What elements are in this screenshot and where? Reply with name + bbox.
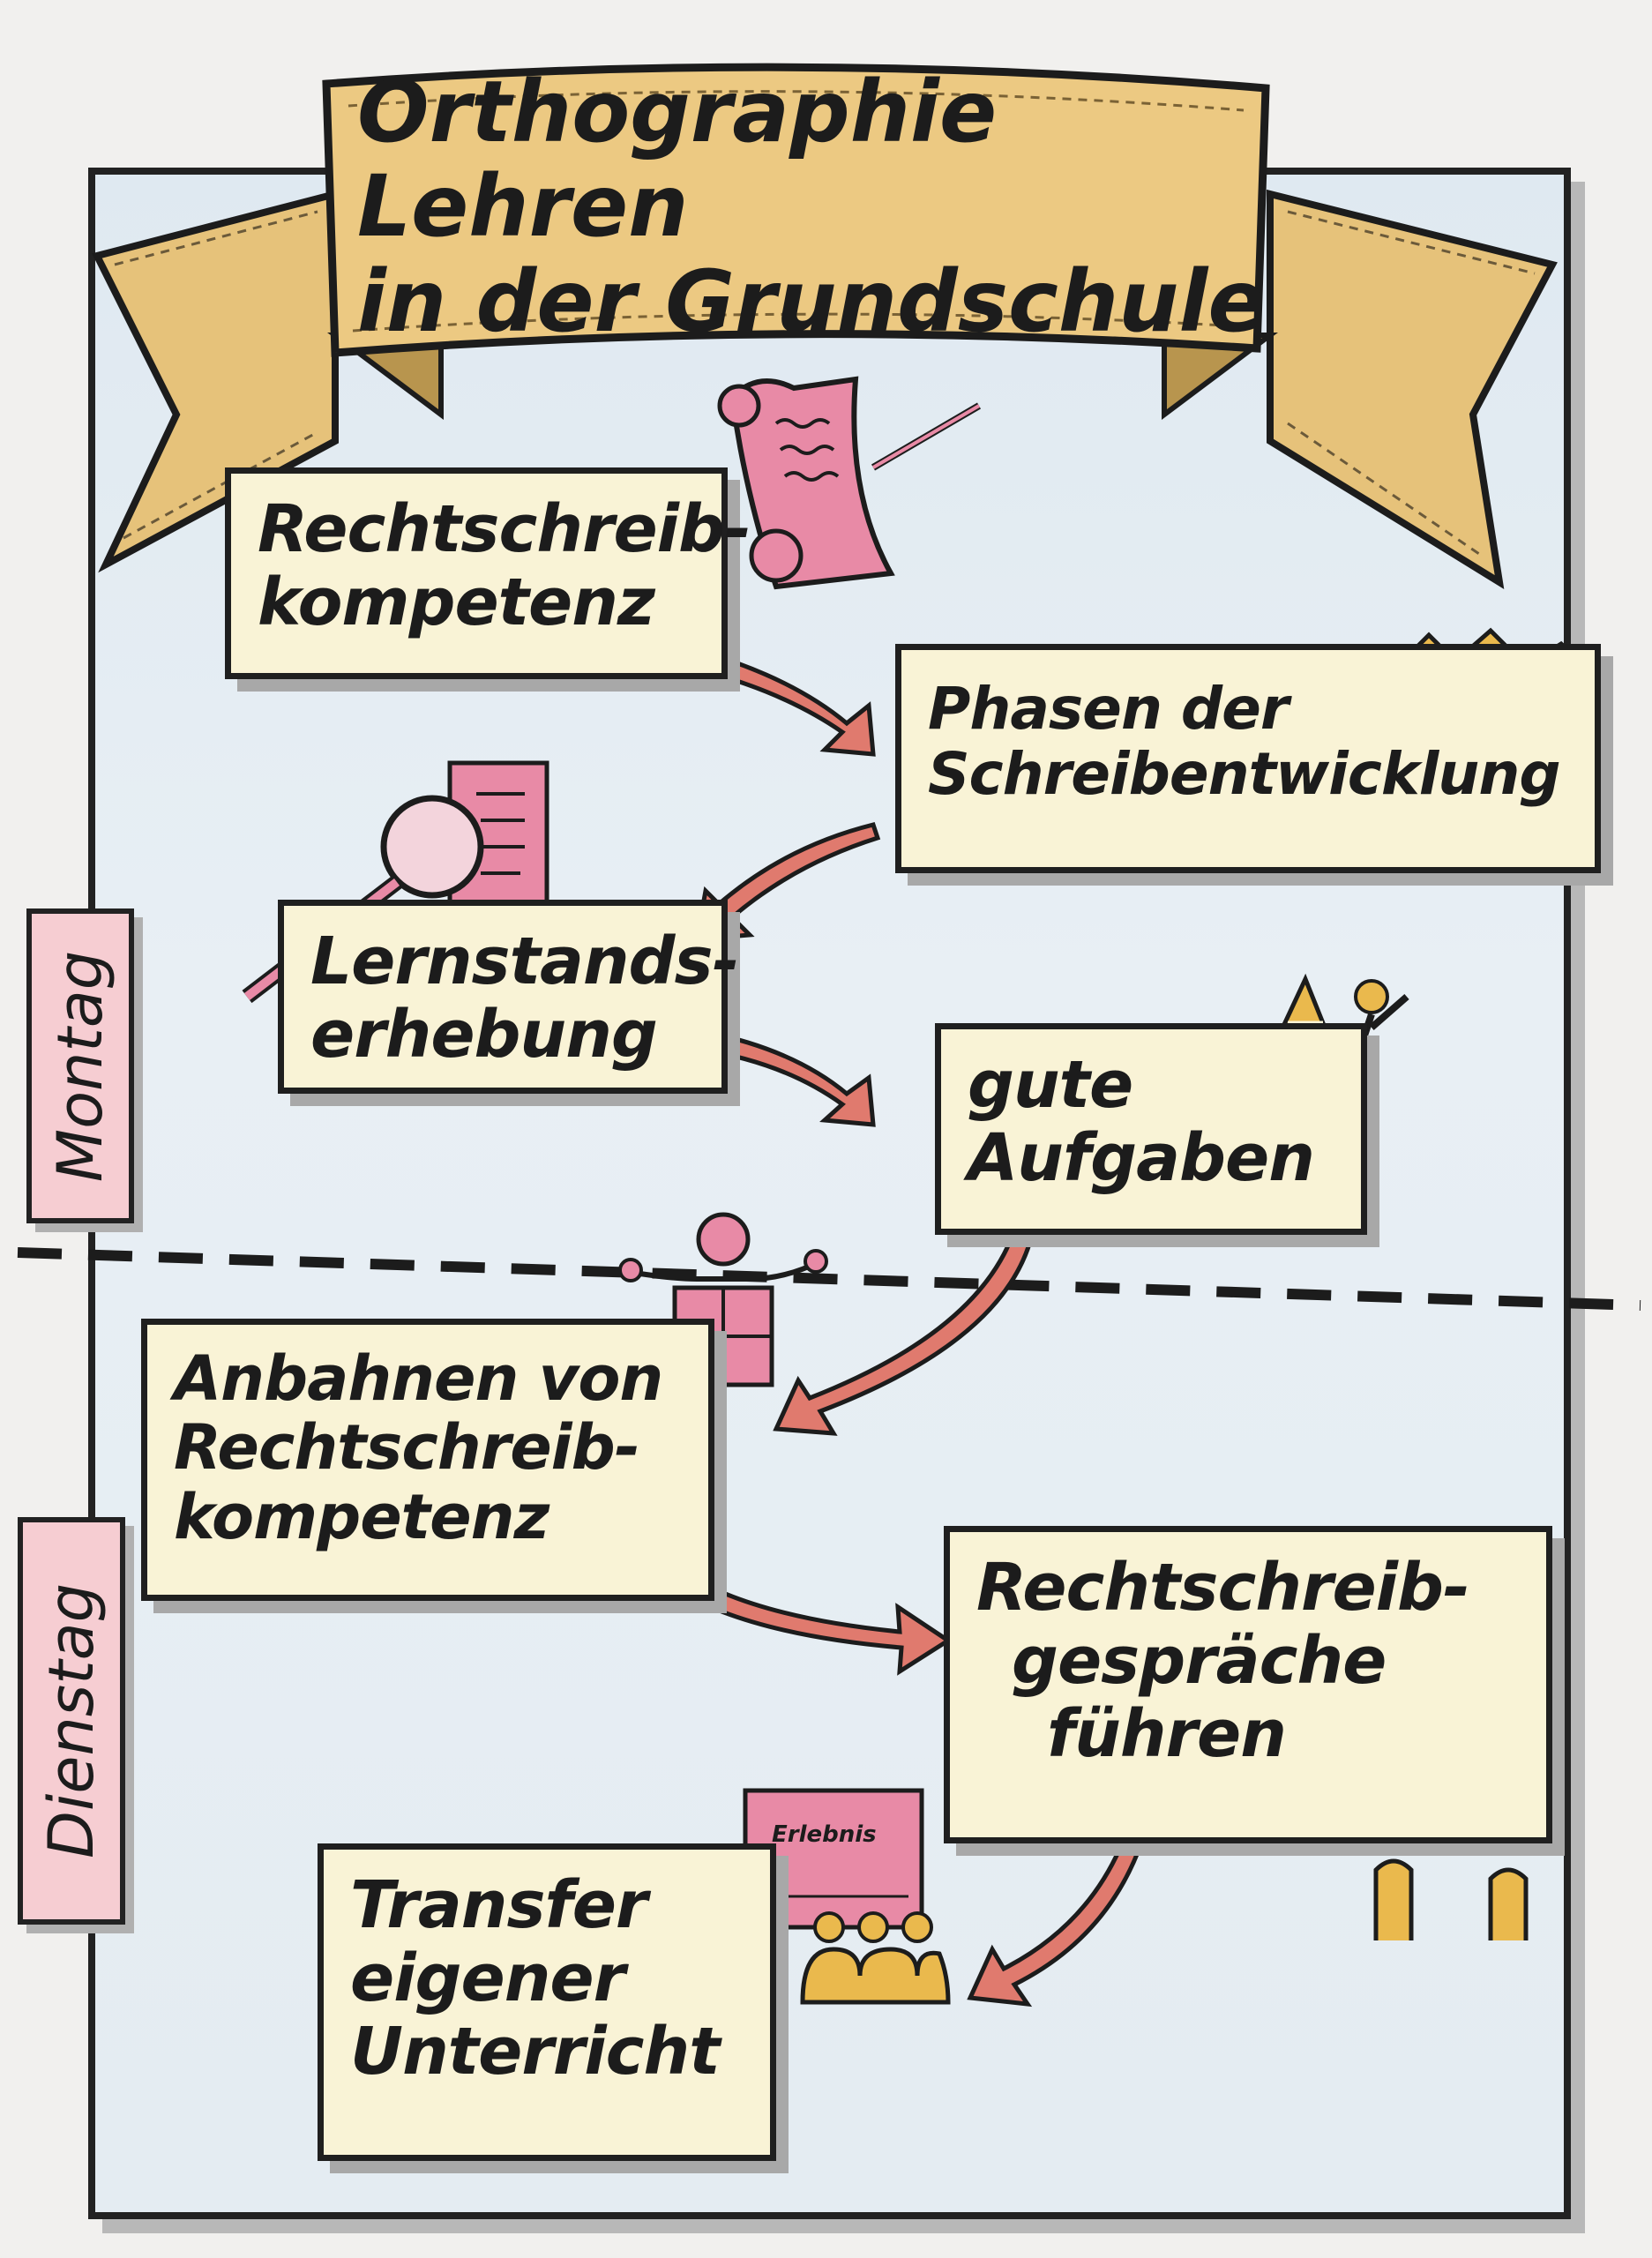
arrow-5 <box>640 1549 953 1676</box>
step-box-schreibentwicklung: Phasen der Schreibentwicklung <box>895 644 1601 873</box>
day-label-tuesday: Dienstag <box>35 1582 108 1859</box>
step-2-line-2: Schreibentwicklung <box>928 739 1561 808</box>
day-tag-tuesday: Dienstag <box>18 1517 125 1925</box>
arrow-4 <box>773 1228 1035 1436</box>
arrow-6 <box>967 1845 1141 2008</box>
title-line-1: Orthographie Lehren <box>357 62 998 257</box>
scroll-quill-icon <box>717 376 982 590</box>
step-6-line-3: führen <box>1047 1695 1287 1772</box>
step-box-rechtschreibgespraeche: Rechtschreib- gespräche führen <box>944 1526 1552 1843</box>
step-7-line-1: Transfer <box>350 1867 647 1943</box>
step-5-line-1: Anbahnen von <box>174 1342 663 1415</box>
step-6-line-2: gespräche <box>1012 1622 1387 1699</box>
step-6-line-1: Rechtschreib- <box>976 1550 1470 1626</box>
step-box-rechtschreibkompetenz: Rechtschreib- kompetenz <box>225 467 751 679</box>
step-3-line-2: erhebung <box>310 996 658 1073</box>
arrow-2 <box>693 822 881 942</box>
step-4-line-1: gute <box>968 1047 1133 1123</box>
step-box-transfer: Transfer eigener Unterricht <box>318 1843 776 2161</box>
step-1-line-1: Rechtschreib- <box>258 491 751 567</box>
step-2-line-1: Phasen der <box>928 675 1289 743</box>
step-box-anbahnen: Anbahnen von Rechtschreib- kompetenz <box>141 1319 714 1601</box>
day-label-monday: Montag <box>44 950 116 1182</box>
step-5-line-3: kompetenz <box>174 1480 549 1553</box>
day-separator-line <box>17 1247 1641 1311</box>
title-line-2: in der Grundschule <box>357 251 1266 351</box>
diagram-title: Orthographie Lehren in der Grundschule <box>322 64 1275 348</box>
board-label: Erlebnis <box>772 1821 877 1848</box>
step-box-lernstandserhebung: Lernstands- erhebung <box>278 900 739 1094</box>
step-7-line-2: eigener <box>350 1940 625 2016</box>
step-7-line-3: Unterricht <box>350 2013 721 2090</box>
step-1-line-2: kompetenz <box>258 564 655 640</box>
step-4-line-2: Aufgaben <box>968 1119 1315 1196</box>
flow-arrows <box>640 649 1141 2008</box>
arrow-3 <box>698 1029 876 1127</box>
step-5-line-2: Rechtschreib- <box>174 1411 640 1484</box>
banner-right-tail-icon <box>1267 189 1558 589</box>
arrow-1 <box>698 649 876 757</box>
title-banner-icon <box>322 63 1270 357</box>
step-3-line-1: Lernstands- <box>310 923 739 999</box>
step-box-gute-aufgaben: gute Aufgaben <box>935 1023 1367 1235</box>
day-tag-monday: Montag <box>26 908 134 1223</box>
